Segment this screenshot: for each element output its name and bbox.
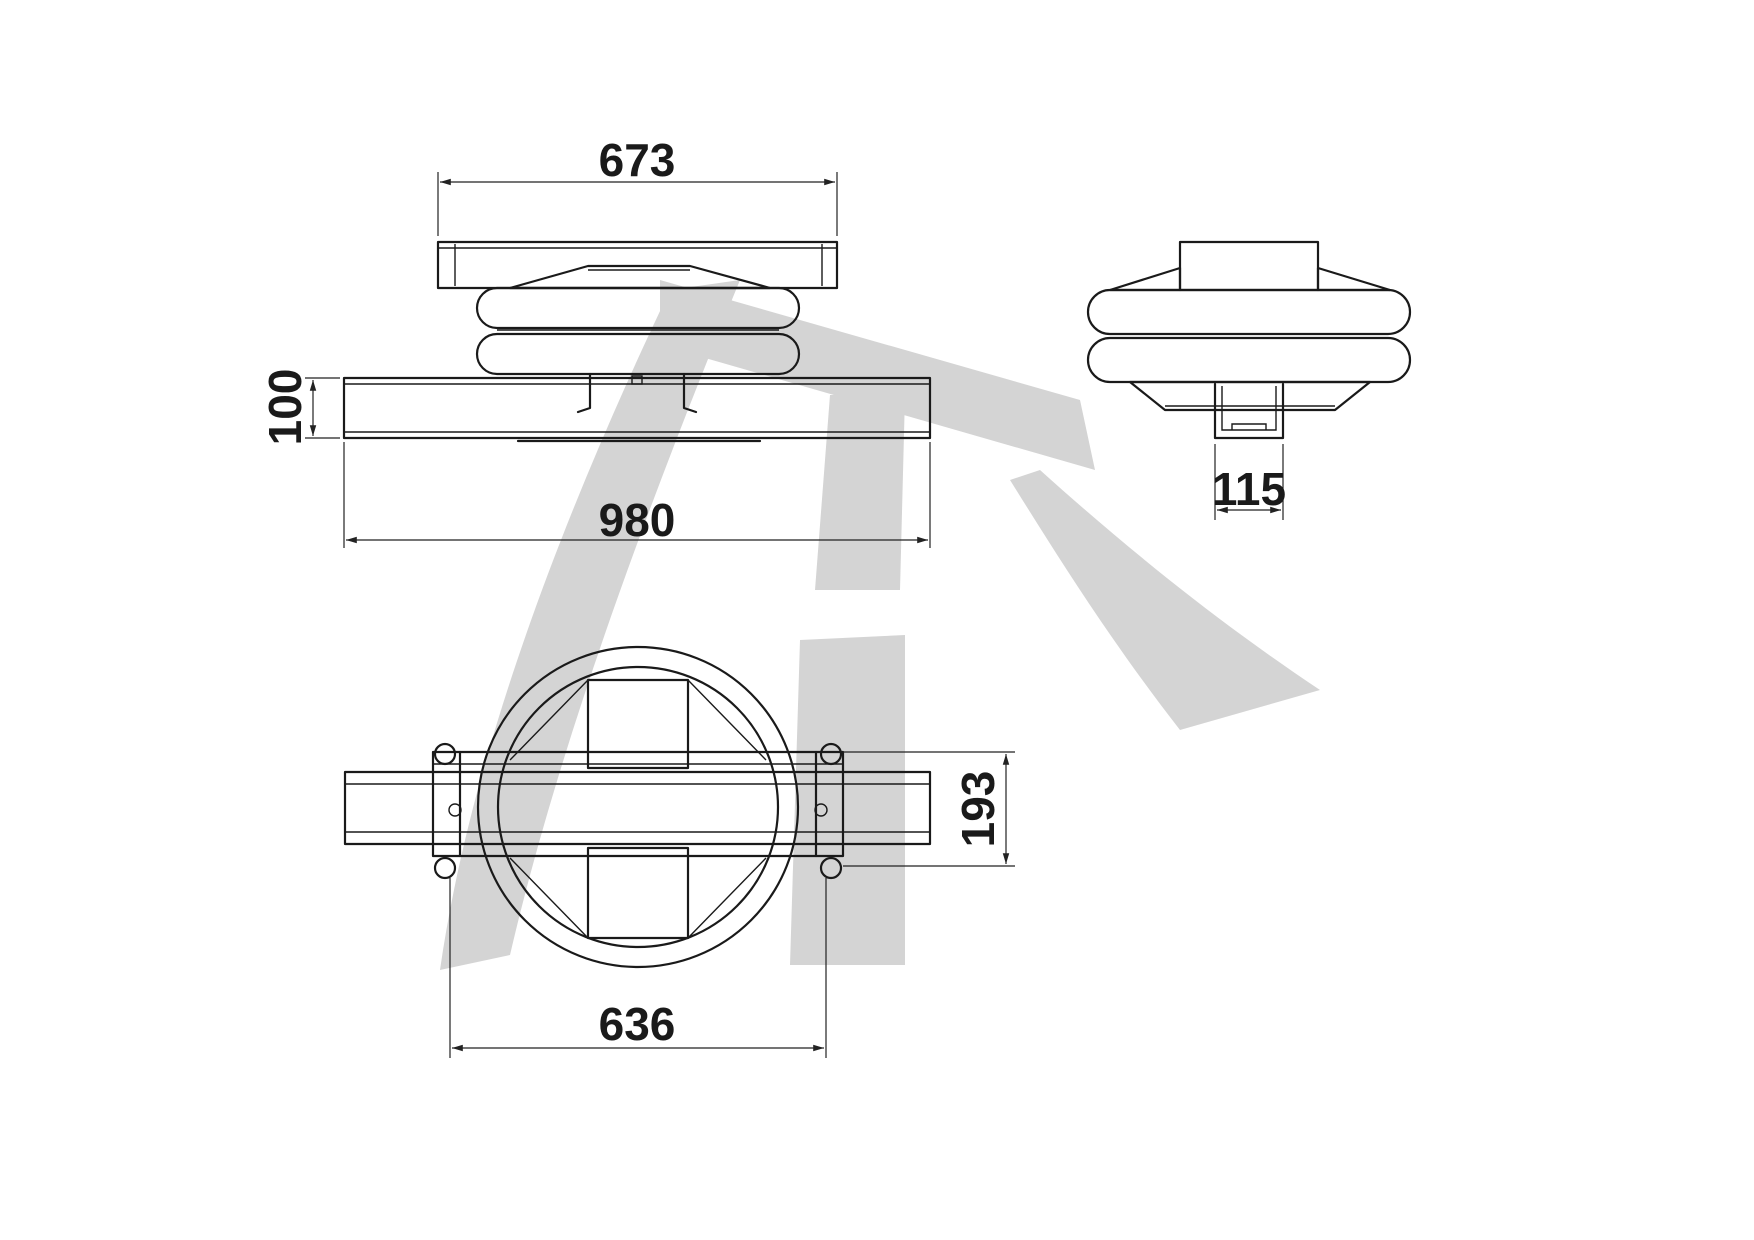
dim-clamp-spacing: 193 [952,771,1004,848]
dim-channel-width: 115 [1212,463,1286,515]
end-view [1086,240,1412,520]
watermark-logo [440,280,1320,970]
dim-base-length: 980 [599,494,676,546]
dim-clamp-distance: 636 [599,998,676,1050]
dim-upper-plate-width: 673 [599,134,676,186]
side-view [305,172,932,548]
top-view [343,645,1015,1058]
dim-base-height: 100 [259,369,311,446]
